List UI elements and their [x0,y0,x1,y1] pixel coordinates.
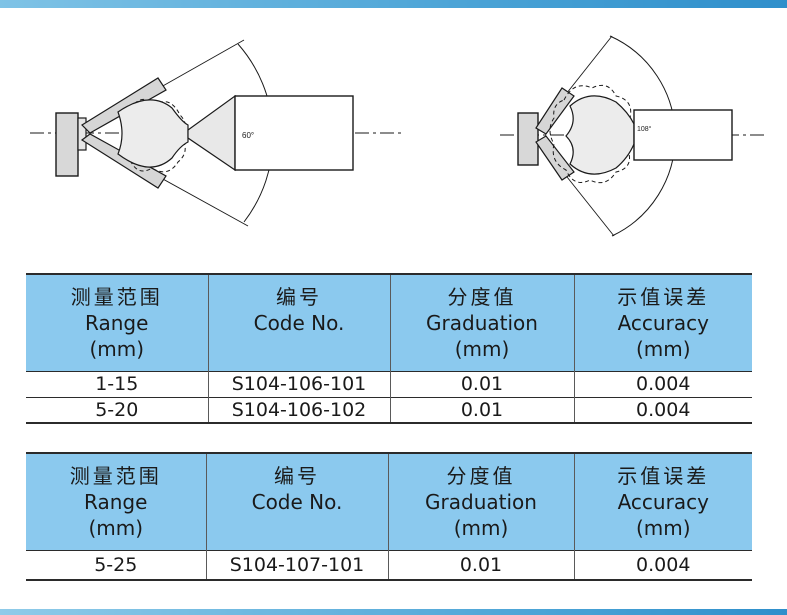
cell-range: 5-20 [26,396,208,424]
cell-graduation: 0.01 [387,549,574,581]
header-graduation-cn: 分度值 [447,284,517,309]
cell-code: S104-106-101 [207,370,390,397]
header-accuracy-en: Accuracy [617,310,709,335]
cell-code: S104-106-102 [207,396,390,424]
table-row: 5-25 S104-107-101 0.01 0.004 [26,549,752,581]
header-range-en: Range [85,310,149,335]
cell-range: 1-15 [26,370,208,397]
header-range-unit: (mm) [89,336,145,361]
header-accuracy-cn: 示值误差 [617,463,710,488]
header-range: 测量范围 Range (mm) [26,273,208,371]
header-range-cn: 测量范围 [70,284,163,309]
header-graduation-cn: 分度值 [446,463,516,488]
header-code: 编号 Code No. [207,273,390,371]
header-range: 测量范围 Range (mm) [26,452,206,550]
cell-graduation: 0.01 [389,370,574,397]
right-angle-label: 108° [637,125,652,133]
cell-accuracy: 0.004 [573,549,752,581]
header-range-en: Range [84,489,148,514]
header-accuracy: 示值误差 Accuracy (mm) [573,452,752,550]
header-graduation-unit: (mm) [454,336,510,361]
header-code: 编号 Code No. [205,452,388,550]
header-code-en: Code No. [253,310,345,335]
table-row: 5-20 S104-106-102 0.01 0.004 [26,396,752,424]
header-accuracy-cn: 示值误差 [617,284,710,309]
bottom-accent-bar [0,609,787,615]
top-accent-bar [0,0,787,8]
header-code-cn: 编号 [274,463,320,488]
diagram-60-degree-anvil: 60° [30,39,402,227]
cell-range: 5-25 [26,549,206,581]
header-range-unit: (mm) [88,515,144,540]
table-row: 1-15 S104-106-101 0.01 0.004 [26,370,752,397]
diagram-108-degree-anvil: 108° [500,35,765,237]
header-accuracy-unit: (mm) [635,515,691,540]
cell-code: S104-107-101 [205,549,388,581]
header-code-cn: 编号 [276,284,322,309]
header-accuracy: 示值误差 Accuracy (mm) [573,273,752,371]
header-accuracy-en: Accuracy [617,489,709,514]
header-graduation: 分度值 Graduation (mm) [387,452,574,550]
header-graduation: 分度值 Graduation (mm) [389,273,574,371]
header-code-en: Code No. [251,489,343,514]
header-accuracy-unit: (mm) [635,336,691,361]
spec-table-2: 测量范围 Range (mm) 编号 Code No. 分度值 Graduati… [26,452,752,581]
header-range-cn: 测量范围 [69,463,162,488]
cell-accuracy: 0.004 [573,396,752,424]
header-graduation-unit: (mm) [453,515,509,540]
left-angle-label: 60° [242,131,254,140]
cell-graduation: 0.01 [389,396,574,424]
spec-table-1: 测量范围 Range (mm) 编号 Code No. 分度值 Graduati… [26,273,752,424]
header-graduation-en: Graduation [425,489,537,514]
cell-accuracy: 0.004 [573,370,752,397]
header-graduation-en: Graduation [426,310,538,335]
